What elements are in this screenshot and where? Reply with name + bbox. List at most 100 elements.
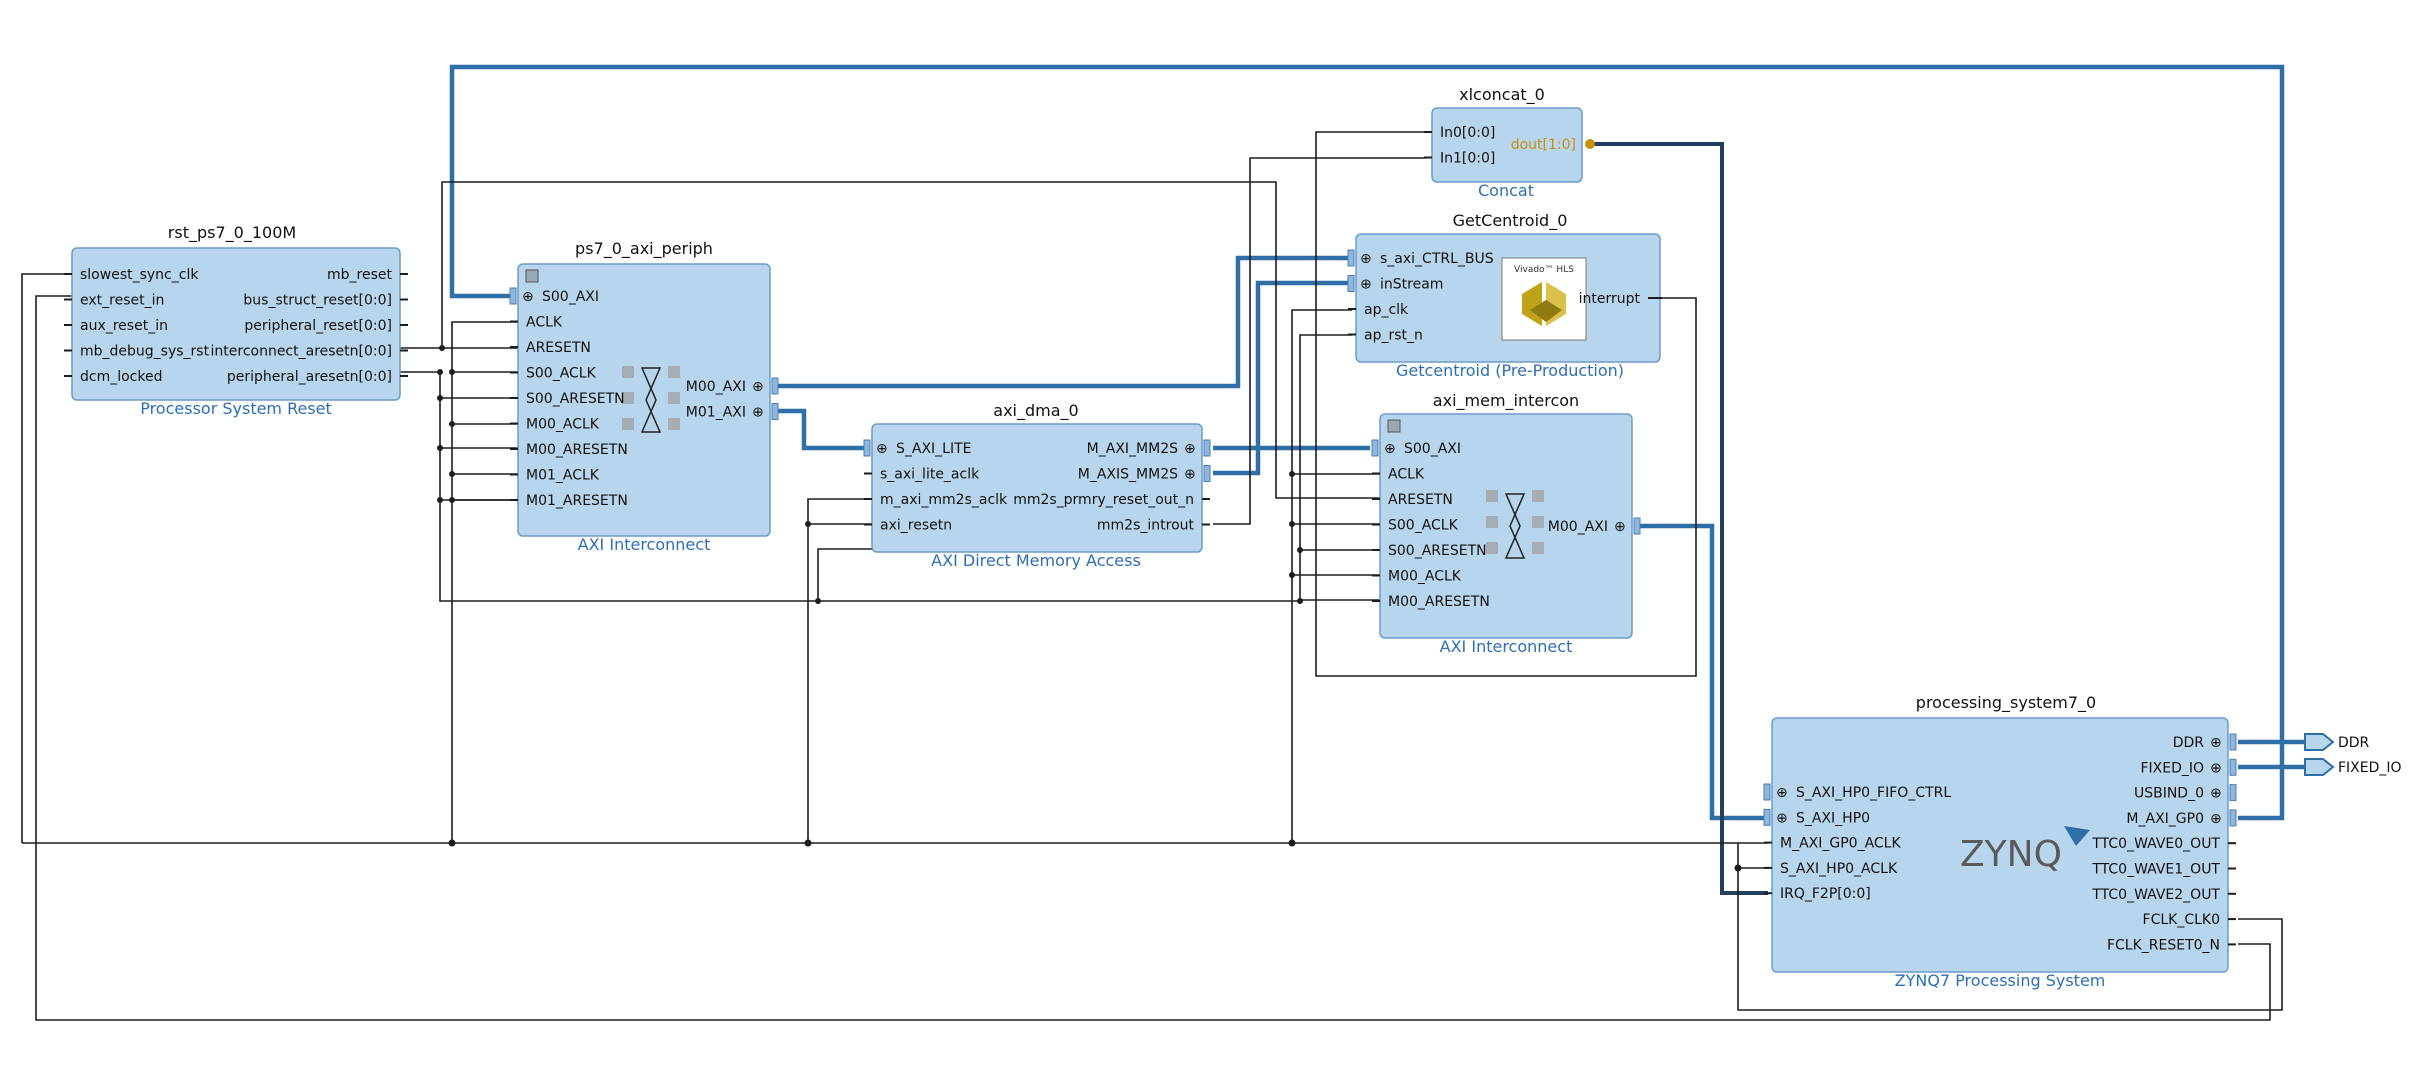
- net-interconnect-aresetn[interactable]: [400, 181, 1380, 499]
- port-s-axi-lite[interactable]: ⊕S_AXI_LITE: [863, 439, 972, 457]
- port-peripheral-aresetn-0-0-label: peripheral_aresetn[0:0]: [227, 369, 392, 385]
- port-interrupt[interactable]: interrupt: [1579, 291, 1641, 307]
- port-s00-aclk[interactable]: S00_ACLK: [510, 366, 597, 382]
- port-m-axis-mm2s[interactable]: ⊕M_AXIS_MM2S: [1078, 465, 1211, 483]
- net-clk-mem[interactable]: [1292, 473, 1380, 576]
- port-peripheral-aresetn-0-0[interactable]: peripheral_aresetn[0:0]: [227, 369, 408, 385]
- port-aclk[interactable]: ACLK: [510, 315, 563, 331]
- net-clk-periph[interactable]: [451, 321, 518, 843]
- port-ttc0-wave2-out[interactable]: TTC0_WAVE2_OUT: [2091, 887, 2236, 903]
- net-clk-to-rst[interactable]: [21, 273, 72, 843]
- block-subtitle: ZYNQ7 Processing System: [1895, 971, 2106, 990]
- port-ttc0-wave1-out[interactable]: TTC0_WAVE1_OUT: [2091, 862, 2236, 878]
- port-ext-reset-in[interactable]: ext_reset_in: [64, 293, 164, 309]
- external-port-ddr[interactable]: DDR: [2304, 733, 2370, 751]
- port-s-axi-ctrl-bus[interactable]: ⊕s_axi_CTRL_BUS: [1347, 249, 1494, 267]
- port-m00-aclk[interactable]: M00_ACLK: [1372, 569, 1462, 585]
- port-dcm-locked[interactable]: dcm_locked: [64, 369, 162, 385]
- port-m00-aresetn[interactable]: M00_ARESETN: [510, 442, 628, 458]
- net-getcentroid-interrupt[interactable]: [1315, 131, 1697, 677]
- port-s-axi-hp0-fifo-ctrl[interactable]: ⊕S_AXI_HP0_FIFO_CTRL: [1763, 783, 1951, 801]
- port-s00-axi[interactable]: ⊕S00_AXI: [1371, 439, 1461, 457]
- bus-periph-m01-to-dma[interactable]: [773, 408, 864, 451]
- block-getcentroid[interactable]: GetCentroid_0 Vivado™ HLS ⊕s_axi_CTRL_BU…: [1347, 211, 1662, 380]
- port-aux-reset-in-label: aux_reset_in: [80, 318, 168, 334]
- port-s-axi-lite-aclk-label: s_axi_lite_aclk: [880, 467, 980, 483]
- port-m-axi-mm2s-aclk[interactable]: m_axi_mm2s_aclk: [864, 492, 1008, 508]
- port-axi-resetn-label: axi_resetn: [880, 518, 952, 534]
- port-mm2s-prmry-reset-out-n[interactable]: mm2s_prmry_reset_out_n: [1013, 492, 1210, 508]
- bus-gp0-to-periph[interactable]: [449, 64, 2285, 821]
- block-processing-system7[interactable]: processing_system7_0 ZYNQ ⊕S_AXI_HP0_FIF…: [1763, 693, 2237, 990]
- net-fclk-reset[interactable]: [35, 295, 2271, 1021]
- port-mb-reset[interactable]: mb_reset: [327, 267, 408, 283]
- port-in0-0-0[interactable]: In0[0:0]: [1424, 125, 1495, 141]
- port-m01-axi[interactable]: ⊕M01_AXI: [686, 403, 779, 421]
- port-fclk-reset0-n[interactable]: FCLK_RESET0_N: [2107, 937, 2236, 953]
- net-clk-dma[interactable]: [807, 498, 872, 843]
- port-aresetn[interactable]: ARESETN: [1372, 492, 1453, 508]
- port-s00-aclk[interactable]: S00_ACLK: [1372, 518, 1459, 534]
- external-port-fixed-io[interactable]: FIXED_IO: [2304, 758, 2402, 776]
- port-s00-axi[interactable]: ⊕S00_AXI: [509, 287, 599, 305]
- port-s00-aresetn[interactable]: S00_ARESETN: [510, 391, 625, 407]
- block-ps7-axi-periph[interactable]: ps7_0_axi_periph ⊕S00_AXIACLKARESETNS00_…: [509, 239, 779, 554]
- net-fclk-clk0[interactable]: [1737, 842, 2283, 1011]
- port-s-axi-hp0[interactable]: ⊕S_AXI_HP0: [1763, 808, 1870, 826]
- port-fclk-clk0[interactable]: FCLK_CLK0: [2143, 912, 2236, 928]
- port-m01-aclk-label: M01_ACLK: [526, 468, 600, 484]
- port-fixed-io[interactable]: ⊕FIXED_IO: [2140, 758, 2237, 776]
- net-peripheral-aresetn[interactable]: [400, 371, 1380, 602]
- block-axi-dma[interactable]: axi_dma_0 ⊕S_AXI_LITEs_axi_lite_aclkm_ax…: [863, 401, 1211, 570]
- port-s00-aresetn[interactable]: S00_ARESETN: [1372, 543, 1487, 559]
- net-periph-aresetn-dma[interactable]: [817, 548, 872, 601]
- block-axi-mem-intercon[interactable]: axi_mem_intercon ⊕S00_AXIACLKARESETNS00_…: [1371, 391, 1641, 656]
- port-slowest-sync-clk[interactable]: slowest_sync_clk: [64, 267, 199, 283]
- bus-mem-to-ps7-hp0[interactable]: [1640, 523, 1768, 821]
- port-instream[interactable]: ⊕inStream: [1347, 275, 1443, 293]
- net-mm2s-introut[interactable]: [1213, 157, 1426, 525]
- port-ap-clk[interactable]: ap_clk: [1348, 302, 1409, 318]
- svg-text:⊕: ⊕: [752, 405, 764, 421]
- port-interconnect-aresetn-0-0[interactable]: interconnect_aresetn[0:0]: [211, 344, 409, 360]
- net-periph-aresetn-getcentroid[interactable]: [1299, 334, 1352, 601]
- port-axi-resetn[interactable]: axi_resetn: [864, 518, 952, 534]
- port-s-axi-hp0-aclk[interactable]: S_AXI_HP0_ACLK: [1764, 861, 1898, 877]
- net-clk-getcentroid[interactable]: [1291, 309, 1352, 843]
- port-dout[interactable]: dout[1:0]: [1511, 137, 1576, 153]
- port-s00-aresetn-label: S00_ARESETN: [526, 391, 625, 407]
- port-m01-aclk[interactable]: M01_ACLK: [510, 468, 600, 484]
- port-s-axi-lite-label: S_AXI_LITE: [896, 441, 972, 457]
- port-m-axi-mm2s[interactable]: ⊕M_AXI_MM2S: [1087, 439, 1211, 457]
- port-bus-struct-reset-0-0[interactable]: bus_struct_reset[0:0]: [243, 293, 408, 309]
- port-ttc0-wave0-out[interactable]: TTC0_WAVE0_OUT: [2091, 836, 2236, 852]
- port-in1-0-0[interactable]: In1[0:0]: [1424, 151, 1495, 167]
- port-ap-rst-n[interactable]: ap_rst_n: [1348, 328, 1423, 344]
- block-rst-ps7[interactable]: rst_ps7_0_100M slowest_sync_clkext_reset…: [64, 223, 408, 418]
- collapse-icon[interactable]: [1387, 419, 1401, 433]
- bus-dma-axis-to-getcentroid[interactable]: [1213, 280, 1352, 476]
- port-irq-f2p-0-0[interactable]: IRQ_F2P[0:0]: [1764, 886, 1871, 902]
- port-m-axi-gp0-aclk[interactable]: M_AXI_GP0_ACLK: [1764, 836, 1901, 852]
- block-xlconcat[interactable]: xlconcat_0 In0[0:0]In1[0:0] dout[1:0] Co…: [1424, 85, 1595, 200]
- collapse-icon[interactable]: [525, 269, 539, 283]
- port-m00-axi[interactable]: ⊕M00_AXI: [1548, 517, 1641, 535]
- port-m01-aresetn[interactable]: M01_ARESETN: [510, 493, 628, 509]
- port-aclk[interactable]: ACLK: [1372, 467, 1425, 483]
- port-s-axi-lite-aclk[interactable]: s_axi_lite_aclk: [864, 467, 980, 483]
- port-m00-aclk[interactable]: M00_ACLK: [510, 417, 600, 433]
- port-ddr[interactable]: ⊕DDR: [2173, 733, 2237, 751]
- port-mb-debug-sys-rst[interactable]: mb_debug_sys_rst: [64, 344, 210, 360]
- port-m00-aresetn[interactable]: M00_ARESETN: [1372, 594, 1490, 610]
- port-aresetn[interactable]: ARESETN: [510, 340, 591, 356]
- net-clk-periph-taps[interactable]: [452, 371, 518, 501]
- bus-periph-m00-to-getcentroid[interactable]: [773, 255, 1352, 389]
- port-aux-reset-in[interactable]: aux_reset_in: [64, 318, 168, 334]
- port-m00-axi[interactable]: ⊕M00_AXI: [686, 377, 779, 395]
- port-usbind-0[interactable]: ⊕USBIND_0: [2134, 784, 2237, 802]
- port-m-axi-gp0[interactable]: ⊕M_AXI_GP0: [2126, 809, 2237, 827]
- port-mm2s-introut[interactable]: mm2s_introut: [1097, 518, 1210, 534]
- port-peripheral-reset-0-0[interactable]: peripheral_reset[0:0]: [244, 318, 408, 334]
- port-dout-pin[interactable]: [1585, 139, 1595, 149]
- net-concat-to-irq[interactable]: [1590, 142, 1768, 895]
